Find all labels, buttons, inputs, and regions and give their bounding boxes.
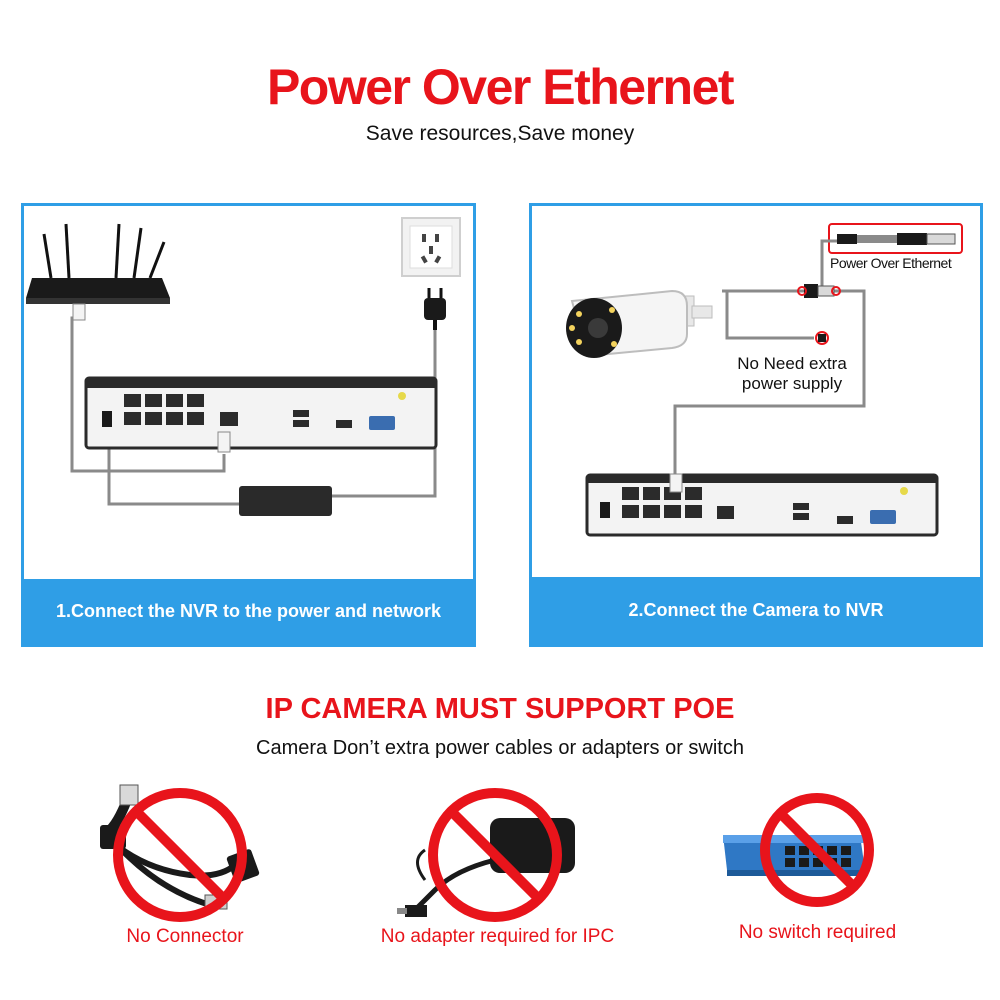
power-plug-icon bbox=[424, 288, 446, 330]
wall-socket-icon bbox=[401, 217, 461, 277]
nvr-power-network-diagram bbox=[26, 217, 461, 516]
no-extra-power-note: No Need extra power supply bbox=[712, 354, 872, 394]
nvr-ethernet-plug-icon bbox=[669, 473, 683, 493]
poe-requirement-subtitle: Camera Don’t extra power cables or adapt… bbox=[256, 737, 744, 759]
rj45-coupler-icon bbox=[797, 284, 841, 298]
page-subtitle: Save resources,Save money bbox=[365, 122, 635, 145]
no-adapter-label: No adapter required for IPC bbox=[380, 926, 615, 947]
no-extra-power-note-line1: No Need extra bbox=[737, 354, 847, 373]
prohibited-icon bbox=[428, 788, 562, 922]
ethernet-plug-icon bbox=[72, 303, 86, 321]
panel-caption-camera: 2.Connect the Camera to NVR bbox=[532, 577, 980, 644]
nvr-device-icon bbox=[84, 376, 438, 450]
prohibited-icon bbox=[760, 793, 874, 907]
no-connector-label: No Connector bbox=[126, 926, 244, 947]
page-title: Power Over Ethernet bbox=[266, 59, 735, 115]
dc-jack-icon bbox=[815, 331, 829, 345]
panel-camera-to-nvr: Power Over Ethernet No Need extra power … bbox=[529, 203, 983, 647]
panel-nvr-power-network: 1.Connect the NVR to the power and netwo… bbox=[21, 203, 476, 647]
panel-caption-nvr: 1.Connect the NVR to the power and netwo… bbox=[24, 579, 473, 644]
no-extra-power-note-line2: power supply bbox=[741, 374, 843, 393]
prohibited-icon bbox=[113, 788, 247, 922]
nvr-device-icon bbox=[585, 473, 939, 537]
router-icon bbox=[26, 223, 170, 304]
no-adapter-illustration bbox=[397, 788, 575, 922]
poe-splitter-icon bbox=[837, 233, 956, 245]
power-adapter-icon bbox=[239, 486, 332, 516]
camera-to-nvr-diagram bbox=[566, 223, 963, 537]
cables bbox=[673, 239, 866, 476]
poe-requirement-title: IP CAMERA MUST SUPPORT POE bbox=[265, 693, 735, 725]
no-switch-illustration bbox=[723, 793, 874, 907]
nvr-ethernet-plug-icon bbox=[217, 431, 231, 453]
ip-camera-icon bbox=[566, 289, 713, 358]
no-connector-illustration bbox=[100, 784, 260, 922]
poe-cable-label: Power Over Ethernet bbox=[830, 255, 952, 271]
no-switch-label: No switch required bbox=[738, 922, 897, 943]
